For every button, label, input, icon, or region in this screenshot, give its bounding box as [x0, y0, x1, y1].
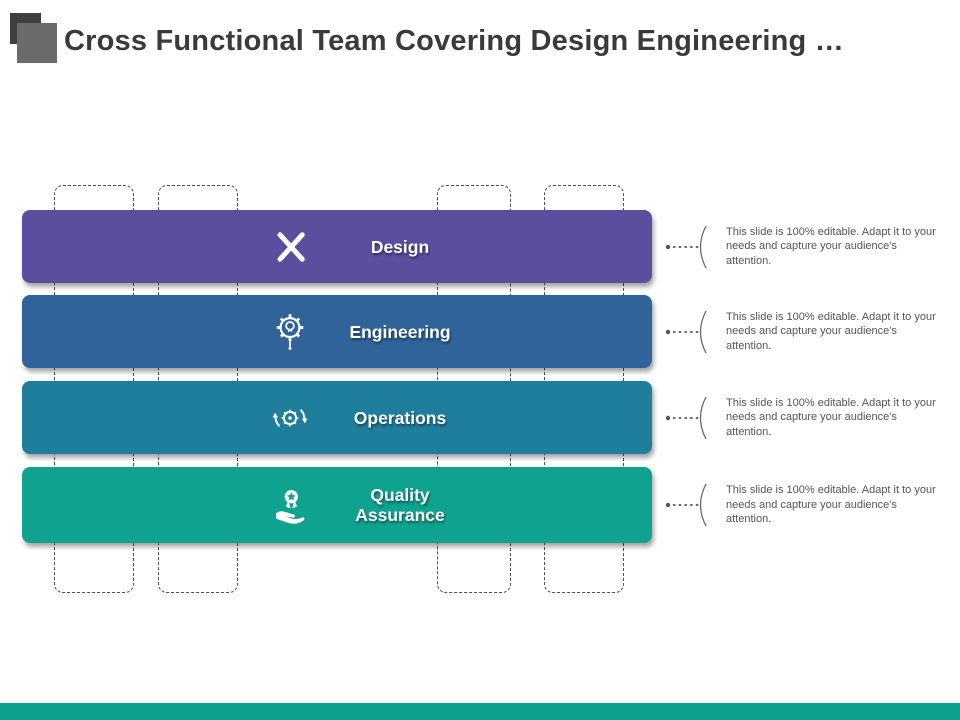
bar-label: Engineering	[349, 321, 451, 342]
bar-design: Design	[22, 210, 652, 283]
annotation-engineering: This slide is 100% editable. Adapt it to…	[664, 295, 954, 368]
annotation-text: This slide is 100% editable. Adapt it to…	[726, 484, 936, 526]
bar-engineering: Engineering	[22, 295, 652, 368]
bar-label: Quality Assurance	[355, 484, 445, 525]
footer-accent-bar	[0, 703, 960, 720]
hand-badge-icon	[270, 485, 310, 525]
bar-label: Operations	[353, 407, 447, 428]
bar-quality-assurance: Quality Assurance	[22, 467, 652, 543]
title-accent-square-gray	[17, 23, 57, 63]
annotation-text: This slide is 100% editable. Adapt it to…	[726, 225, 936, 267]
annotation-text: This slide is 100% editable. Adapt it to…	[726, 396, 936, 438]
page-title: Cross Functional Team Covering Design En…	[64, 25, 844, 57]
annotation-text: This slide is 100% editable. Adapt it to…	[726, 310, 936, 352]
dotted-connector-icon	[664, 477, 720, 533]
gear-lightbulb-icon	[270, 312, 310, 352]
bar-label: Design	[370, 236, 430, 257]
dotted-connector-icon	[664, 304, 720, 360]
dotted-connector-icon	[664, 390, 720, 446]
annotation-quality-assurance: This slide is 100% editable. Adapt it to…	[664, 467, 954, 543]
dotted-connector-icon	[664, 219, 720, 275]
gear-sync-arrows-icon	[270, 398, 310, 438]
bar-operations: Operations	[22, 381, 652, 454]
pencil-brush-cross-icon	[270, 227, 310, 267]
annotation-design: This slide is 100% editable. Adapt it to…	[664, 210, 954, 283]
annotation-operations: This slide is 100% editable. Adapt it to…	[664, 381, 954, 454]
